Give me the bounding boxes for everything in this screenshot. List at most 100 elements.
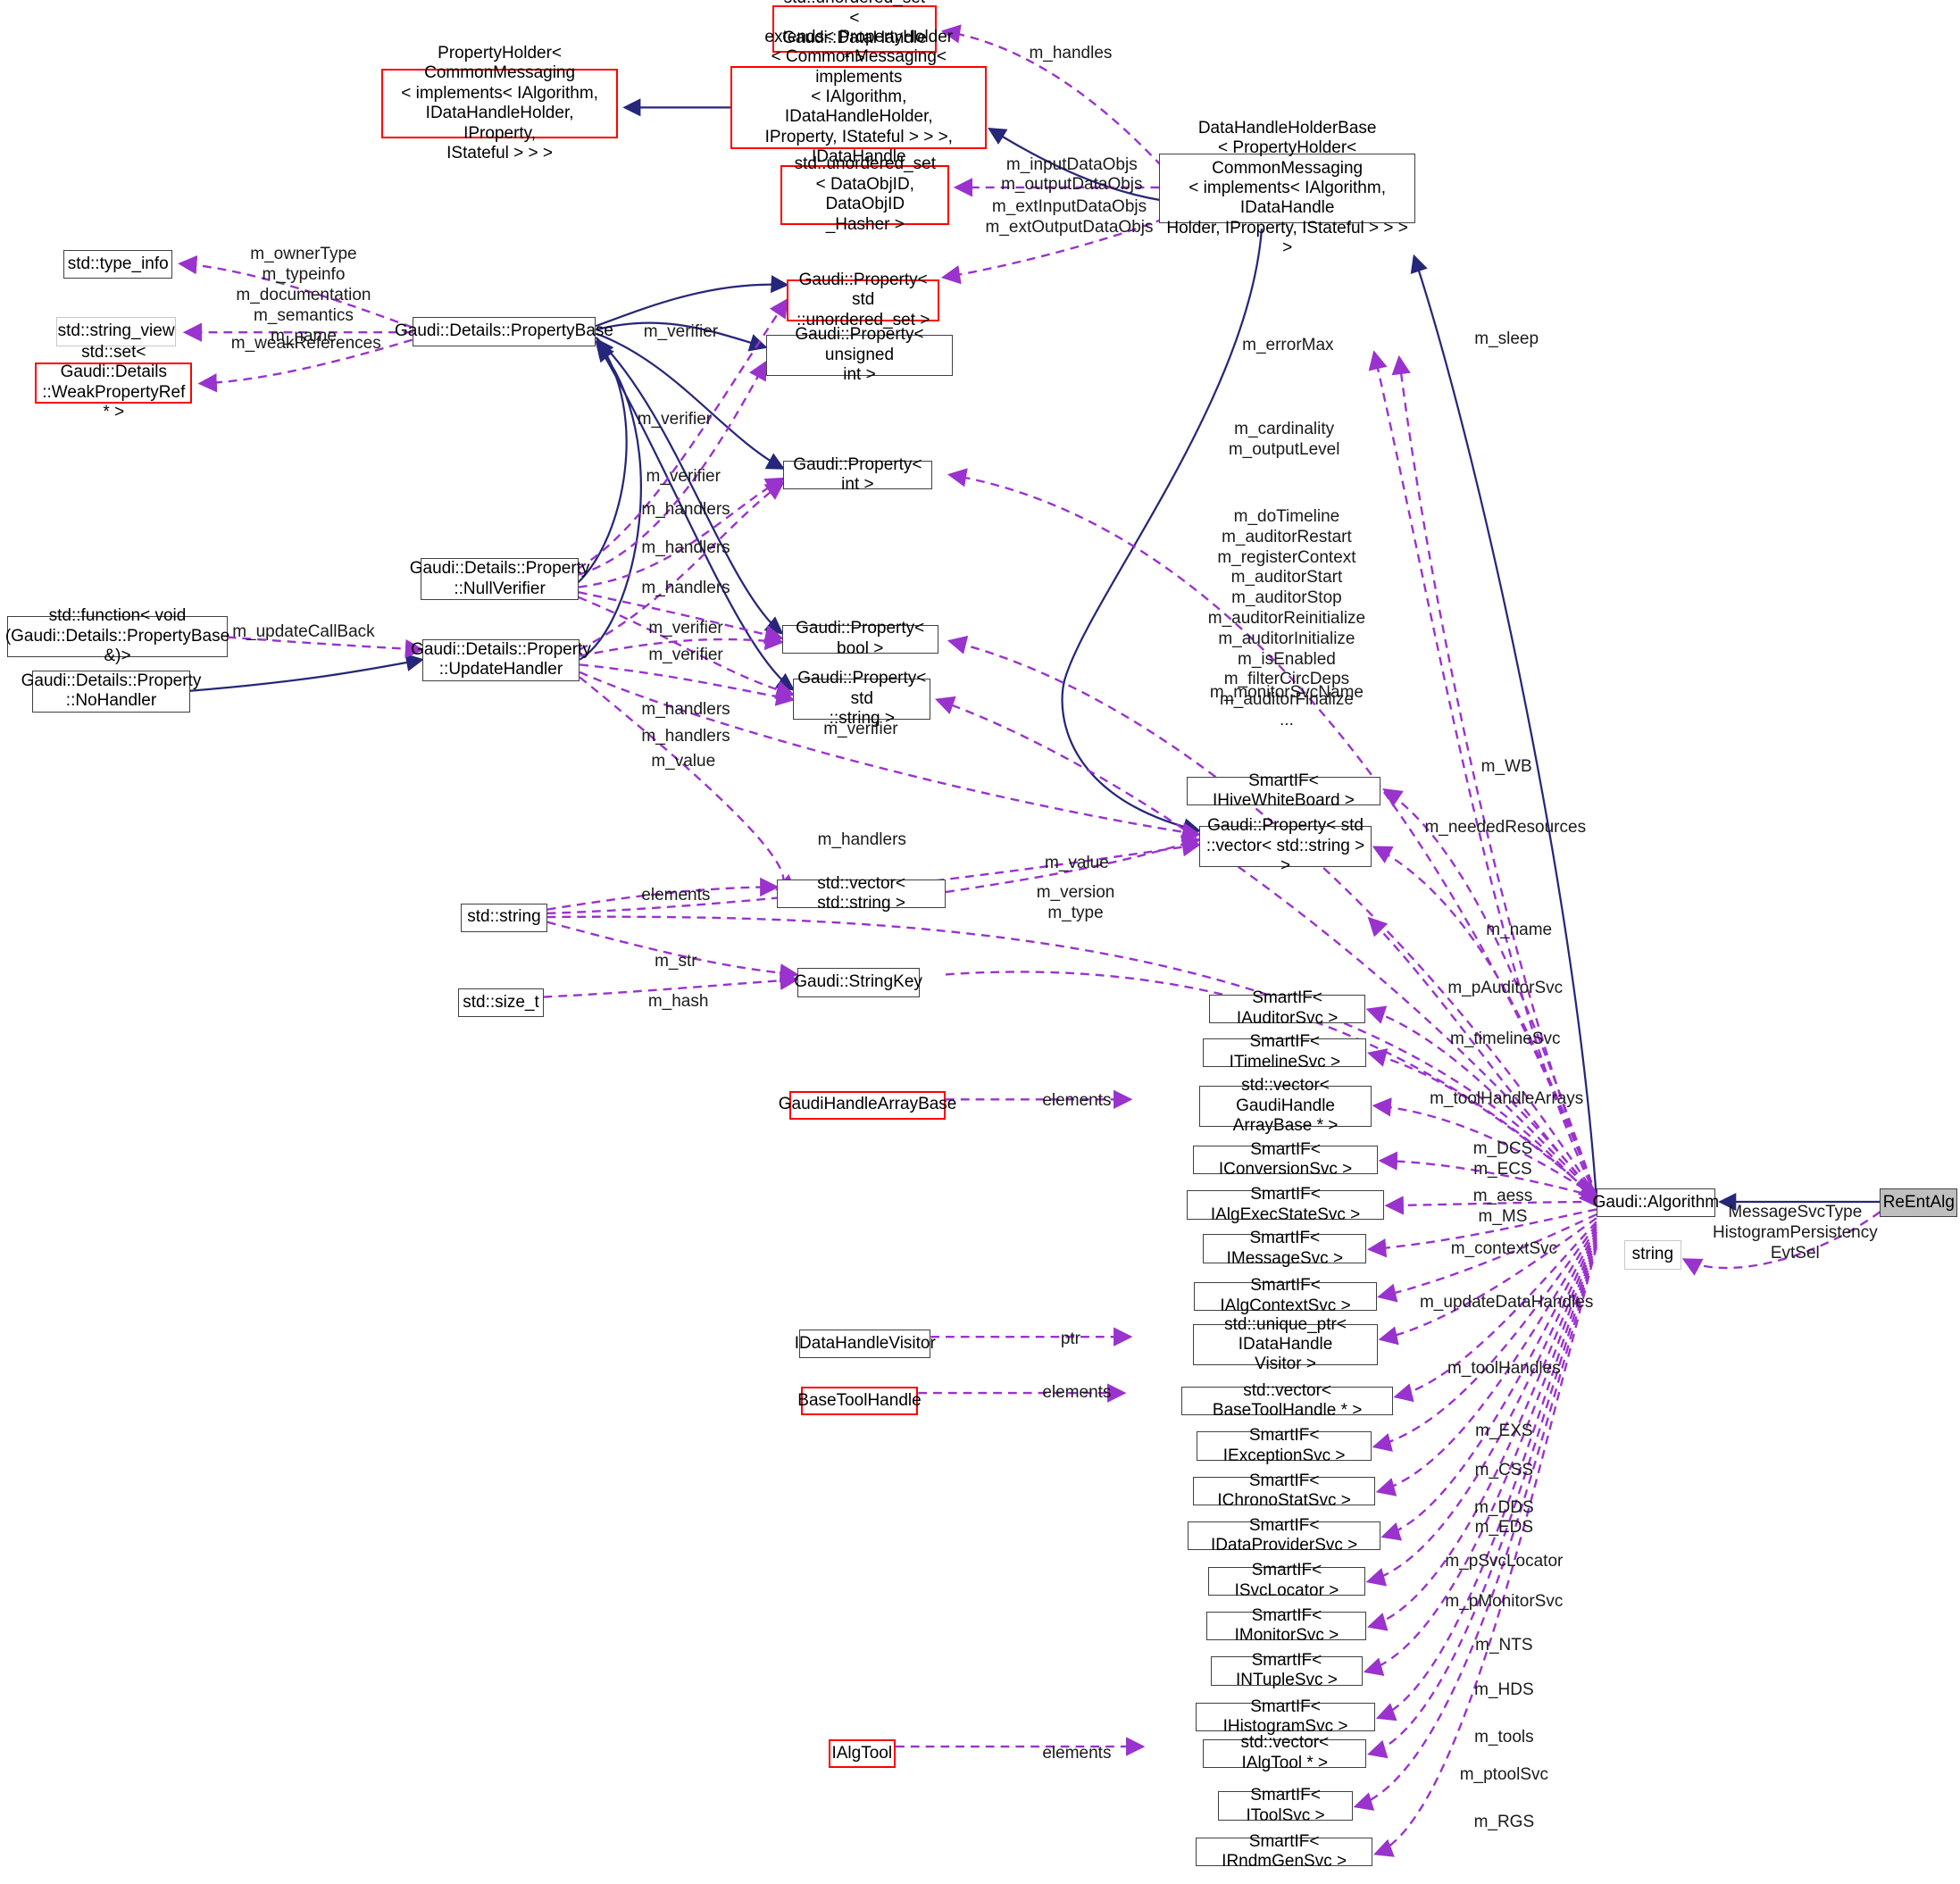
node-smartif_itimelinesvc[interactable]: SmartIF< ITimelineSvc > (1203, 1032, 1367, 1071)
node-basetoolhandle[interactable]: BaseToolHandle (797, 1387, 922, 1416)
node-label: string (1631, 1245, 1674, 1264)
node-label: SmartIF< IAlgContextSvc > (1220, 1276, 1351, 1315)
node-label: DataHandleHolderBase < PropertyHolder< C… (1166, 118, 1408, 258)
node-smartif_ichronostatsvc[interactable]: SmartIF< IChronoStatSvc > (1193, 1471, 1376, 1510)
node-smartif_irndmgensvc[interactable]: SmartIF< IRndmGenSvc > (1195, 1832, 1373, 1871)
node-smartif_ihivewhiteboard[interactable]: SmartIF< IHiveWhiteBoard > (1187, 771, 1380, 810)
node-label: IDataHandleVisitor (794, 1333, 936, 1353)
node-label: Gaudi::Details::Property ::UpdateHandler (411, 640, 591, 679)
node-property_vector_string[interactable]: Gaudi::Property< std ::vector< std::stri… (1199, 816, 1372, 875)
node-smartif_itoolsvc[interactable]: SmartIF< IToolSvc > (1218, 1786, 1354, 1825)
node-smartif_imessagesvc[interactable]: SmartIF< IMessageSvc > (1203, 1229, 1367, 1268)
node-label: Gaudi::Property< bool > (796, 619, 925, 658)
edge-label-m_tools: m_tools (1474, 1728, 1534, 1747)
node-function_void[interactable]: std::function< void (Gaudi::Details::Pro… (5, 606, 229, 665)
edge-label-m_verifier_2: m_verifier (637, 409, 713, 429)
node-label: Gaudi::Property< std ::unordered_set > (796, 270, 930, 329)
edge-label-m_value_1: m_value (651, 752, 716, 771)
node-smartif_iexceptionsvc[interactable]: SmartIF< IExceptionSvc > (1197, 1426, 1372, 1465)
edge-label-m_NTS: m_NTS (1475, 1635, 1533, 1655)
edge-label-m_WB: m_WB (1480, 756, 1532, 776)
node-label: std::unique_ptr< IDataHandle Visitor > (1224, 1314, 1347, 1374)
node-vector_basetoolhandle[interactable]: std::vector< BaseToolHandle * > (1181, 1381, 1393, 1420)
node-property_unordered_set[interactable]: Gaudi::Property< std ::unordered_set > (787, 271, 940, 329)
edge-label-m_hash: m_hash (647, 991, 709, 1011)
node-stringkey[interactable]: Gaudi::StringKey (794, 968, 922, 997)
node-smartif_iconversionsvc[interactable]: SmartIF< IConversionSvc > (1193, 1140, 1379, 1179)
edge-label-m_inputDataObjs: m_inputDataObjs m_outputDataObjs (1001, 154, 1143, 195)
node-nullverifier[interactable]: Gaudi::Details::Property ::NullVerifier (410, 558, 589, 600)
node-unordered_set_dataobjid[interactable]: std::unordered_set < DataObjID, DataObjI… (780, 154, 950, 234)
node-label: ReEntAlg (1882, 1192, 1955, 1212)
node-vector_gaudihandlearray[interactable]: std::vector< GaudiHandle ArrayBase * > (1199, 1076, 1372, 1135)
edge-label-m_handles: m_handles (1029, 43, 1113, 63)
node-property_bool[interactable]: Gaudi::Property< bool > (781, 619, 938, 658)
edge-label-m_handlers_2: m_handlers (641, 538, 730, 558)
node-string_node[interactable]: string (1623, 1240, 1682, 1270)
node-idatahandlevisitor[interactable]: IDataHandleVisitor (795, 1329, 936, 1358)
edge-label-m_verifier_4: m_verifier (648, 618, 723, 638)
node-vector_ialgtool[interactable]: std::vector< IAlgTool * > (1203, 1733, 1367, 1772)
edge-label-m_errorMax: m_errorMax (1242, 336, 1334, 355)
node-label: SmartIF< ISvcLocator > (1234, 1561, 1339, 1600)
node-label: Gaudi::Property< int > (793, 454, 922, 495)
node-propertybase[interactable]: Gaudi::Details::PropertyBase (395, 317, 613, 346)
node-label: SmartIF< IDataProviderSvc > (1211, 1515, 1358, 1555)
edge-label-m_handlers_3: m_handlers (641, 578, 730, 597)
node-set_weakpropertyref[interactable]: std::set< Gaudi::Details ::WeakPropertyR… (35, 343, 193, 421)
edge-label-m_name: m_name (1486, 921, 1553, 940)
node-datahandleholderbase[interactable]: DataHandleHolderBase < PropertyHolder< C… (1159, 119, 1416, 257)
node-label: SmartIF< IMessageSvc > (1226, 1229, 1344, 1268)
node-unique_ptr_visitor[interactable]: std::unique_ptr< IDataHandle Visitor > (1193, 1315, 1379, 1373)
node-smartif_isvclocator[interactable]: SmartIF< ISvcLocator > (1207, 1561, 1366, 1600)
edge-label-m_updateDataHandles: m_updateDataHandles (1419, 1293, 1594, 1313)
edge-label-m_verifier_1: m_verifier (643, 321, 719, 341)
node-smartif_ialgcontextsvc[interactable]: SmartIF< IAlgContextSvc > (1194, 1276, 1377, 1315)
edge-label-m_toolHandles: m_toolHandles (1447, 1359, 1561, 1379)
node-property_int[interactable]: Gaudi::Property< int > (783, 455, 932, 494)
node-std_size_t[interactable]: std::size_t (458, 988, 544, 1017)
node-reentalg[interactable]: ReEntAlg (1880, 1188, 1958, 1217)
node-label: PropertyHolder< CommonMessaging < implem… (401, 43, 598, 163)
node-string_view[interactable]: std::string_view (55, 317, 177, 346)
edge-label-m_neededResources: m_neededResources (1424, 818, 1587, 838)
node-label: SmartIF< IMonitorSvc > (1234, 1605, 1339, 1646)
node-updatehandler[interactable]: Gaudi::Details::Property ::UpdateHandler (411, 639, 591, 681)
edge-label-m_toolHandleArrays: m_toolHandleArrays (1430, 1089, 1584, 1109)
edge-label-m_pAuditorSvc: m_pAuditorSvc (1447, 978, 1564, 997)
node-ialgtool[interactable]: IAlgTool (828, 1738, 897, 1768)
edge-label-m_handlers_1: m_handlers (641, 499, 730, 519)
node-label: SmartIF< ITimelineSvc > (1229, 1032, 1341, 1071)
node-nohandler[interactable]: Gaudi::Details::Property ::NoHandler (21, 671, 201, 713)
node-type_info[interactable]: std::type_info (63, 249, 173, 279)
node-smartif_imonitorsvc[interactable]: SmartIF< IMonitorSvc > (1206, 1606, 1367, 1645)
node-smartif_iauditorsvc[interactable]: SmartIF< IAuditorSvc > (1209, 988, 1366, 1028)
node-label: SmartIF< IChronoStatSvc > (1217, 1471, 1351, 1510)
node-smartif_ialgexecstatesvc[interactable]: SmartIF< IAlgExecStateSvc > (1187, 1185, 1385, 1224)
node-std_string[interactable]: std::string (461, 903, 547, 932)
node-gaudi_algorithm[interactable]: Gaudi::Algorithm (1593, 1188, 1719, 1217)
node-property_string[interactable]: Gaudi::Property< std ::string > (793, 669, 931, 728)
edge-label-m_MS: m_MS (1478, 1206, 1528, 1226)
node-vector_string[interactable]: std::vector< std::string > (777, 874, 947, 913)
node-label: BaseToolHandle (797, 1390, 922, 1410)
edge-label-m_doTimeline: m_doTimeline m_auditorRestart m_register… (1207, 507, 1366, 730)
node-smartif_ihistogramsvc[interactable]: SmartIF< IHistogramSvc > (1195, 1697, 1376, 1736)
node-label: SmartIF< IExceptionSvc > (1222, 1426, 1346, 1465)
node-property_unsigned_int[interactable]: Gaudi::Property< unsigned int > (765, 325, 954, 384)
node-label: std::unordered_set < Gaudi::DataHandle *… (782, 0, 927, 68)
node-label: SmartIF< IAuditorSvc > (1236, 988, 1339, 1028)
node-smartif_intuplesvc[interactable]: SmartIF< INTupleSvc > (1210, 1651, 1364, 1689)
node-propertyholder[interactable]: PropertyHolder< CommonMessaging < implem… (380, 44, 619, 163)
edge-label-m_cardinality: m_cardinality m_outputLevel (1228, 420, 1340, 459)
node-unordered_set_datahandle[interactable]: std::unordered_set < Gaudi::DataHandle *… (771, 0, 938, 68)
node-gaudihandlearraybase[interactable]: GaudiHandleArrayBase (779, 1090, 956, 1120)
edge-label-elements_3: elements (1042, 1382, 1112, 1402)
node-label: SmartIF< IAlgExecStateSvc > (1210, 1185, 1361, 1224)
node-label: SmartIF< IToolSvc > (1246, 1786, 1325, 1825)
node-extends_propertyholder[interactable]: extends< PropertyHolder < CommonMessagin… (730, 28, 988, 187)
node-label: std::vector< std::string > (817, 873, 905, 913)
node-smartif_idataprovidersvc[interactable]: SmartIF< IDataProviderSvc > (1188, 1516, 1380, 1555)
